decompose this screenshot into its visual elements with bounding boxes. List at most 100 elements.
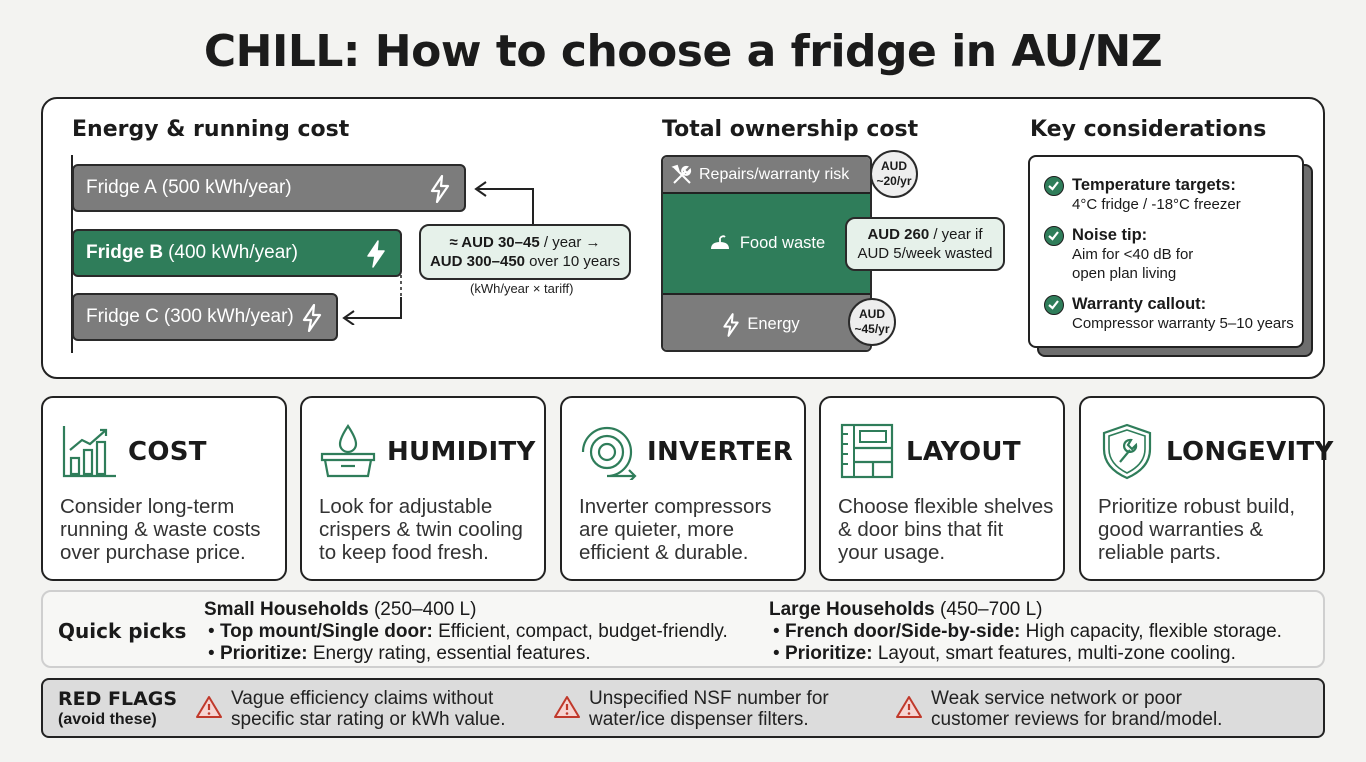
card-line: Consider long-term	[60, 495, 235, 518]
card-line: Choose flexible shelves	[838, 495, 1054, 518]
card-line: over purchase price.	[60, 541, 246, 564]
red-flag-item: Vague efficiency claims without specific…	[231, 688, 506, 730]
bolt-icon	[367, 240, 385, 268]
consideration-text: Aim for <40 dB for	[1072, 246, 1194, 263]
considerations-card: Temperature targets: 4°C fridge / -18°C …	[1028, 155, 1304, 348]
callout-line1-bold: ≈ AUD 30–45	[449, 234, 540, 251]
bolt-icon	[302, 304, 322, 332]
large-households: Large Households (450–700 L) • French do…	[769, 599, 1282, 664]
callout-line2-rest: over 10 years	[529, 253, 621, 270]
callout-line2-bold: AUD 300–450	[429, 253, 525, 270]
red-flags-sublabel: (avoid these)	[58, 711, 157, 728]
food-waste-label: Food waste	[739, 234, 826, 252]
large-priority-desc: Layout, smart features, multi-zone cooli…	[877, 643, 1236, 664]
card-line: Inverter compressors	[579, 495, 772, 518]
red-flag-line: specific star rating or kWh value.	[231, 709, 506, 730]
food-waste-callout: AUD 260 / year if AUD 5/week wasted	[845, 217, 1005, 271]
energy-cost-callout: ≈ AUD 30–45 / year → AUD 300–450 over 10…	[419, 224, 631, 280]
card-humidity: HUMIDITY Look for adjustable crispers & …	[300, 396, 546, 581]
energy-heading: Energy & running cost	[72, 117, 350, 142]
fridge-a-detail: (500 kWh/year)	[161, 177, 292, 198]
small-priority: Prioritize:	[219, 643, 308, 664]
food-icon	[710, 234, 729, 249]
energy-cost-badge: AUD ~45/yr	[848, 298, 896, 346]
card-line: your usage.	[838, 541, 946, 564]
badge-amount: ~45/yr	[854, 322, 890, 336]
card-title: LAYOUT	[906, 437, 1021, 467]
check-icon	[1044, 295, 1064, 315]
red-flag-line: customer reviews for brand/model.	[931, 709, 1223, 730]
bolt-icon	[430, 175, 450, 203]
large-type: French door/Side-by-side:	[784, 621, 1021, 642]
page-title: CHILL: How to choose a fridge in AU/NZ	[203, 26, 1163, 77]
red-flags-label: RED FLAGS	[58, 688, 178, 710]
food-waste-segment: Food waste	[663, 194, 870, 295]
shield-wrench-icon	[1102, 423, 1152, 480]
check-icon	[1044, 176, 1064, 196]
small-priority-desc: Energy rating, essential features.	[312, 643, 591, 664]
card-desc: Inverter compressors are quieter, more e…	[579, 495, 797, 564]
fridge-c-detail: (300 kWh/year)	[163, 306, 294, 327]
card-desc: Look for adjustable crispers & twin cool…	[319, 495, 537, 564]
fridge-b-bar: Fridge B (400 kWh/year)	[72, 229, 402, 277]
card-desc: Choose flexible shelves & door bins that…	[838, 495, 1056, 564]
bar-chart-icon	[62, 426, 116, 478]
badge-currency: AUD	[881, 159, 907, 173]
fridge-b-detail: (400 kWh/year)	[168, 242, 298, 263]
card-title: INVERTER	[647, 437, 794, 467]
card-line: efficient & durable.	[579, 541, 749, 564]
card-line: & door bins that fit	[838, 518, 1004, 541]
card-desc: Prioritize robust build, good warranties…	[1098, 495, 1316, 564]
fridge-a-bar: Fridge A (500 kWh/year)	[72, 164, 466, 212]
check-icon	[1044, 226, 1064, 246]
card-cost: COST Consider long-term running & waste …	[41, 396, 287, 581]
inverter-coil-icon	[581, 426, 637, 480]
red-flag-line: Unspecified NSF number for	[589, 688, 829, 709]
tariff-formula: (kWh/year × tariff)	[470, 281, 574, 296]
red-flag-item: Weak service network or poor customer re…	[931, 688, 1222, 730]
card-title: LONGEVITY	[1166, 437, 1334, 467]
card-desc: Consider long-term running & waste costs…	[60, 495, 278, 564]
consideration-noise: Noise tip: Aim for <40 dB for open plan …	[1044, 225, 1193, 283]
large-heading: Large Households	[769, 599, 935, 620]
bolt-icon	[723, 312, 740, 337]
small-type: Top mount/Single door:	[219, 621, 433, 642]
large-type-desc: High capacity, flexible storage.	[1025, 621, 1282, 642]
consideration-title: Temperature targets:	[1072, 176, 1236, 194]
card-line: to keep food fresh.	[319, 541, 489, 564]
red-flag-line: Weak service network or poor	[931, 688, 1182, 709]
card-title: COST	[128, 437, 207, 467]
energy-segment: Energy	[663, 295, 870, 350]
small-households: Small Households (250–400 L) • Top mount…	[204, 599, 728, 664]
card-layout: LAYOUT Choose flexible shelves & door bi…	[819, 396, 1065, 581]
large-priority: Prioritize:	[784, 643, 873, 664]
card-line: are quieter, more	[579, 518, 734, 541]
consideration-temperature: Temperature targets: 4°C fridge / -18°C …	[1044, 175, 1241, 214]
fridge-b-name: Fridge B	[86, 242, 164, 263]
energy-segment-label: Energy	[747, 315, 800, 333]
large-range: (450–700 L)	[940, 599, 1043, 620]
small-heading: Small Households	[204, 599, 369, 620]
red-flag-item: Unspecified NSF number for water/ice dis…	[589, 688, 829, 730]
fridge-a-name: Fridge A	[86, 177, 157, 198]
crisper-drop-icon	[320, 424, 376, 478]
warning-icon	[196, 696, 222, 718]
repairs-label: Repairs/warranty risk	[699, 165, 850, 183]
card-inverter: INVERTER Inverter compressors are quiete…	[560, 396, 806, 581]
red-flags-panel: RED FLAGS (avoid these) Vague efficiency…	[41, 678, 1325, 738]
badge-amount: ~20/yr	[876, 174, 912, 188]
small-range: (250–400 L)	[373, 599, 477, 620]
warning-icon	[554, 696, 580, 718]
tools-icon	[671, 164, 692, 184]
card-line: Look for adjustable	[319, 495, 493, 518]
card-line: crispers & twin cooling	[319, 518, 523, 541]
repairs-segment: Repairs/warranty risk	[663, 157, 870, 194]
ownership-stack: Repairs/warranty risk Food waste Energy	[661, 155, 872, 352]
small-type-desc: Efficient, compact, budget-friendly.	[438, 621, 728, 642]
card-line: running & waste costs	[60, 518, 261, 541]
fridge-c-bar: Fridge C (300 kWh/year)	[72, 293, 338, 341]
card-line: reliable parts.	[1098, 541, 1222, 564]
card-line: good warranties &	[1098, 518, 1264, 541]
ownership-heading: Total ownership cost	[662, 117, 919, 142]
consideration-text: Compressor warranty 5–10 years	[1072, 315, 1294, 332]
